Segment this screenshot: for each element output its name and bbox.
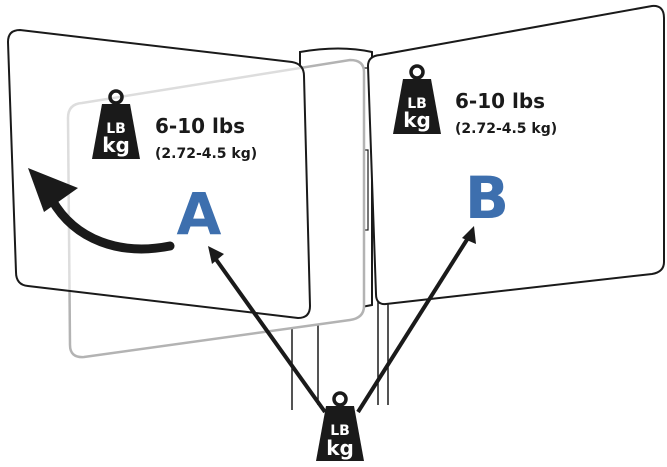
weight-icon-kg-label: kg [403,108,431,132]
pointer-arrows [208,226,476,414]
panel-a-weight-lbs: 6-10 lbs [155,114,245,138]
weight-icon-lb-label: LB [106,121,126,137]
panel-b-letter: B [465,164,509,232]
arrow-to-panel-a-head [208,246,224,264]
panel-a-weight-icon: LB kg [90,89,142,161]
panel-a-letter: A [177,180,222,248]
panel-b-weight-kg: (2.72-4.5 kg) [455,121,557,137]
panel-b-weight-lbs: 6-10 lbs [455,89,545,113]
panel-a [6,28,312,320]
rotation-arrow [28,168,175,254]
weight-icon-kg-label: kg [102,133,130,157]
panel-b-weight-icon: LB kg [391,64,443,136]
arrow-to-panel-b-head [462,226,476,244]
arrow-to-panel-b [356,236,470,414]
panel-a-weight-kg: (2.72-4.5 kg) [155,146,257,162]
panel-b [366,4,665,306]
weight-icon-kg-label: kg [326,436,354,460]
bottom-weight-icon: LB kg [314,391,366,463]
rotation-arrow-head [28,168,78,212]
arrow-to-panel-a [213,256,327,414]
weight-icon-lb-label: LB [407,96,427,112]
weight-icon-lb-label: LB [330,423,350,439]
